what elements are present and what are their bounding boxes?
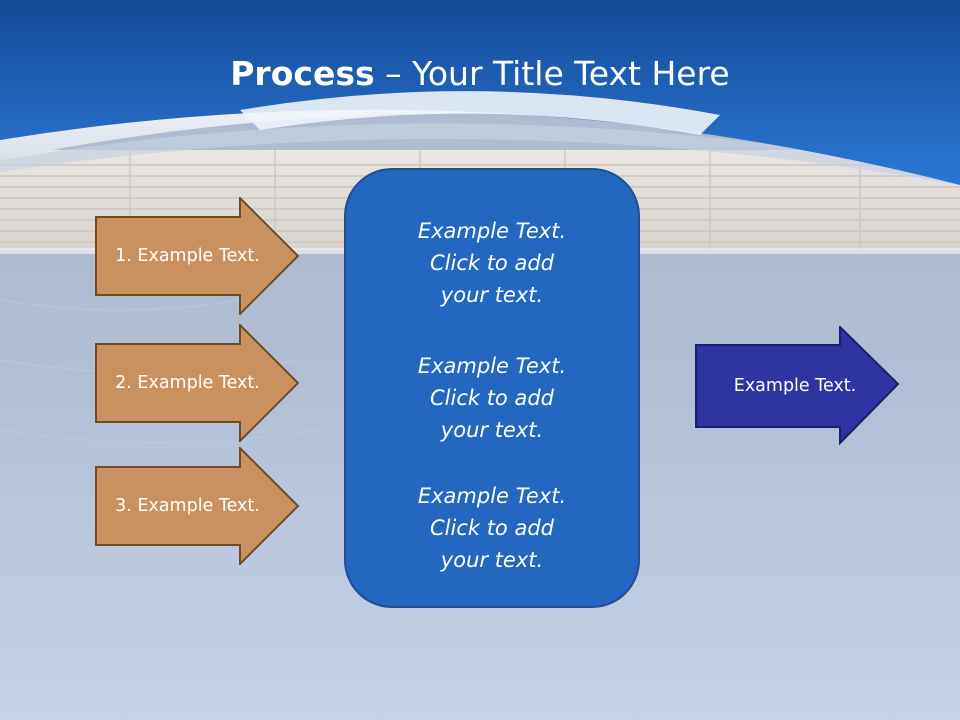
input-arrow-label: 3. Example Text.	[115, 496, 260, 516]
output-arrow-shape	[695, 326, 900, 446]
input-arrow-shape	[95, 197, 300, 315]
process-box-text-3: Example Text. Click to add your text.	[417, 484, 567, 572]
input-arrow-label: 1. Example Text.	[115, 246, 260, 266]
process-box-text-2: Example Text. Click to add your text.	[417, 354, 567, 442]
title-bold: Process	[230, 54, 375, 93]
process-box: Example Text. Click to add your text. Ex…	[344, 168, 640, 608]
input-arrow-label: 2. Example Text.	[115, 373, 260, 393]
title-rest: Your Title Text Here	[412, 54, 730, 93]
input-arrow-3: 3. Example Text.	[95, 447, 300, 565]
input-arrow-shape	[95, 324, 300, 442]
input-arrow-shape	[95, 447, 300, 565]
output-arrow: Example Text.	[695, 326, 900, 446]
input-arrow-2: 2. Example Text.	[95, 324, 300, 442]
roof-highlight	[240, 91, 720, 135]
title-separator: –	[374, 54, 413, 93]
process-box-text-1: Example Text. Click to add your text.	[417, 219, 567, 307]
output-arrow-label: Example Text.	[733, 376, 857, 396]
slide-title: Process – Your Title Text Here	[0, 52, 960, 96]
input-arrow-1: 1. Example Text.	[95, 197, 300, 315]
roof-underside	[0, 123, 960, 185]
